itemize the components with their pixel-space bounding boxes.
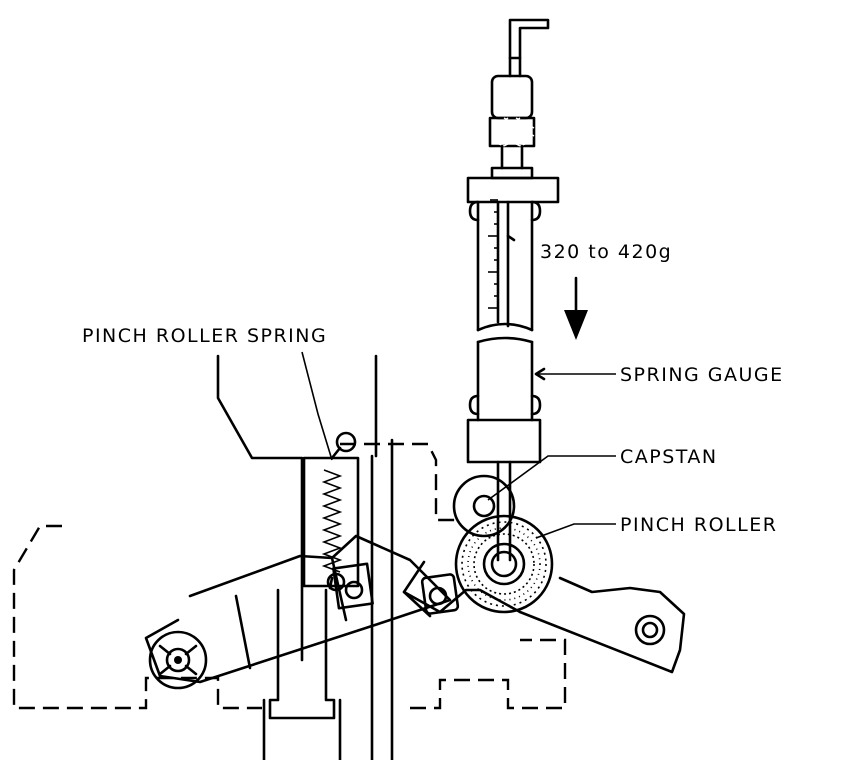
force-label: 320 to 420g (540, 241, 672, 263)
pinch-roller-label: PINCH ROLLER (620, 514, 777, 536)
pinch-roller-spring-label: PINCH ROLLER SPRING (82, 325, 327, 347)
pinch-roller-arm (144, 534, 452, 690)
lower-post (262, 588, 342, 760)
pivot-wheel (148, 630, 208, 690)
chassis-outline (12, 354, 567, 760)
capstan-label: CAPSTAN (620, 446, 718, 468)
pinch-roller (454, 514, 554, 614)
right-arm (402, 560, 686, 674)
capstan (452, 474, 516, 538)
force-arrow (564, 276, 588, 340)
spring-gauge (466, 18, 560, 562)
spring-gauge-label: SPRING GAUGE (620, 364, 784, 386)
leader-lines (301, 351, 616, 539)
